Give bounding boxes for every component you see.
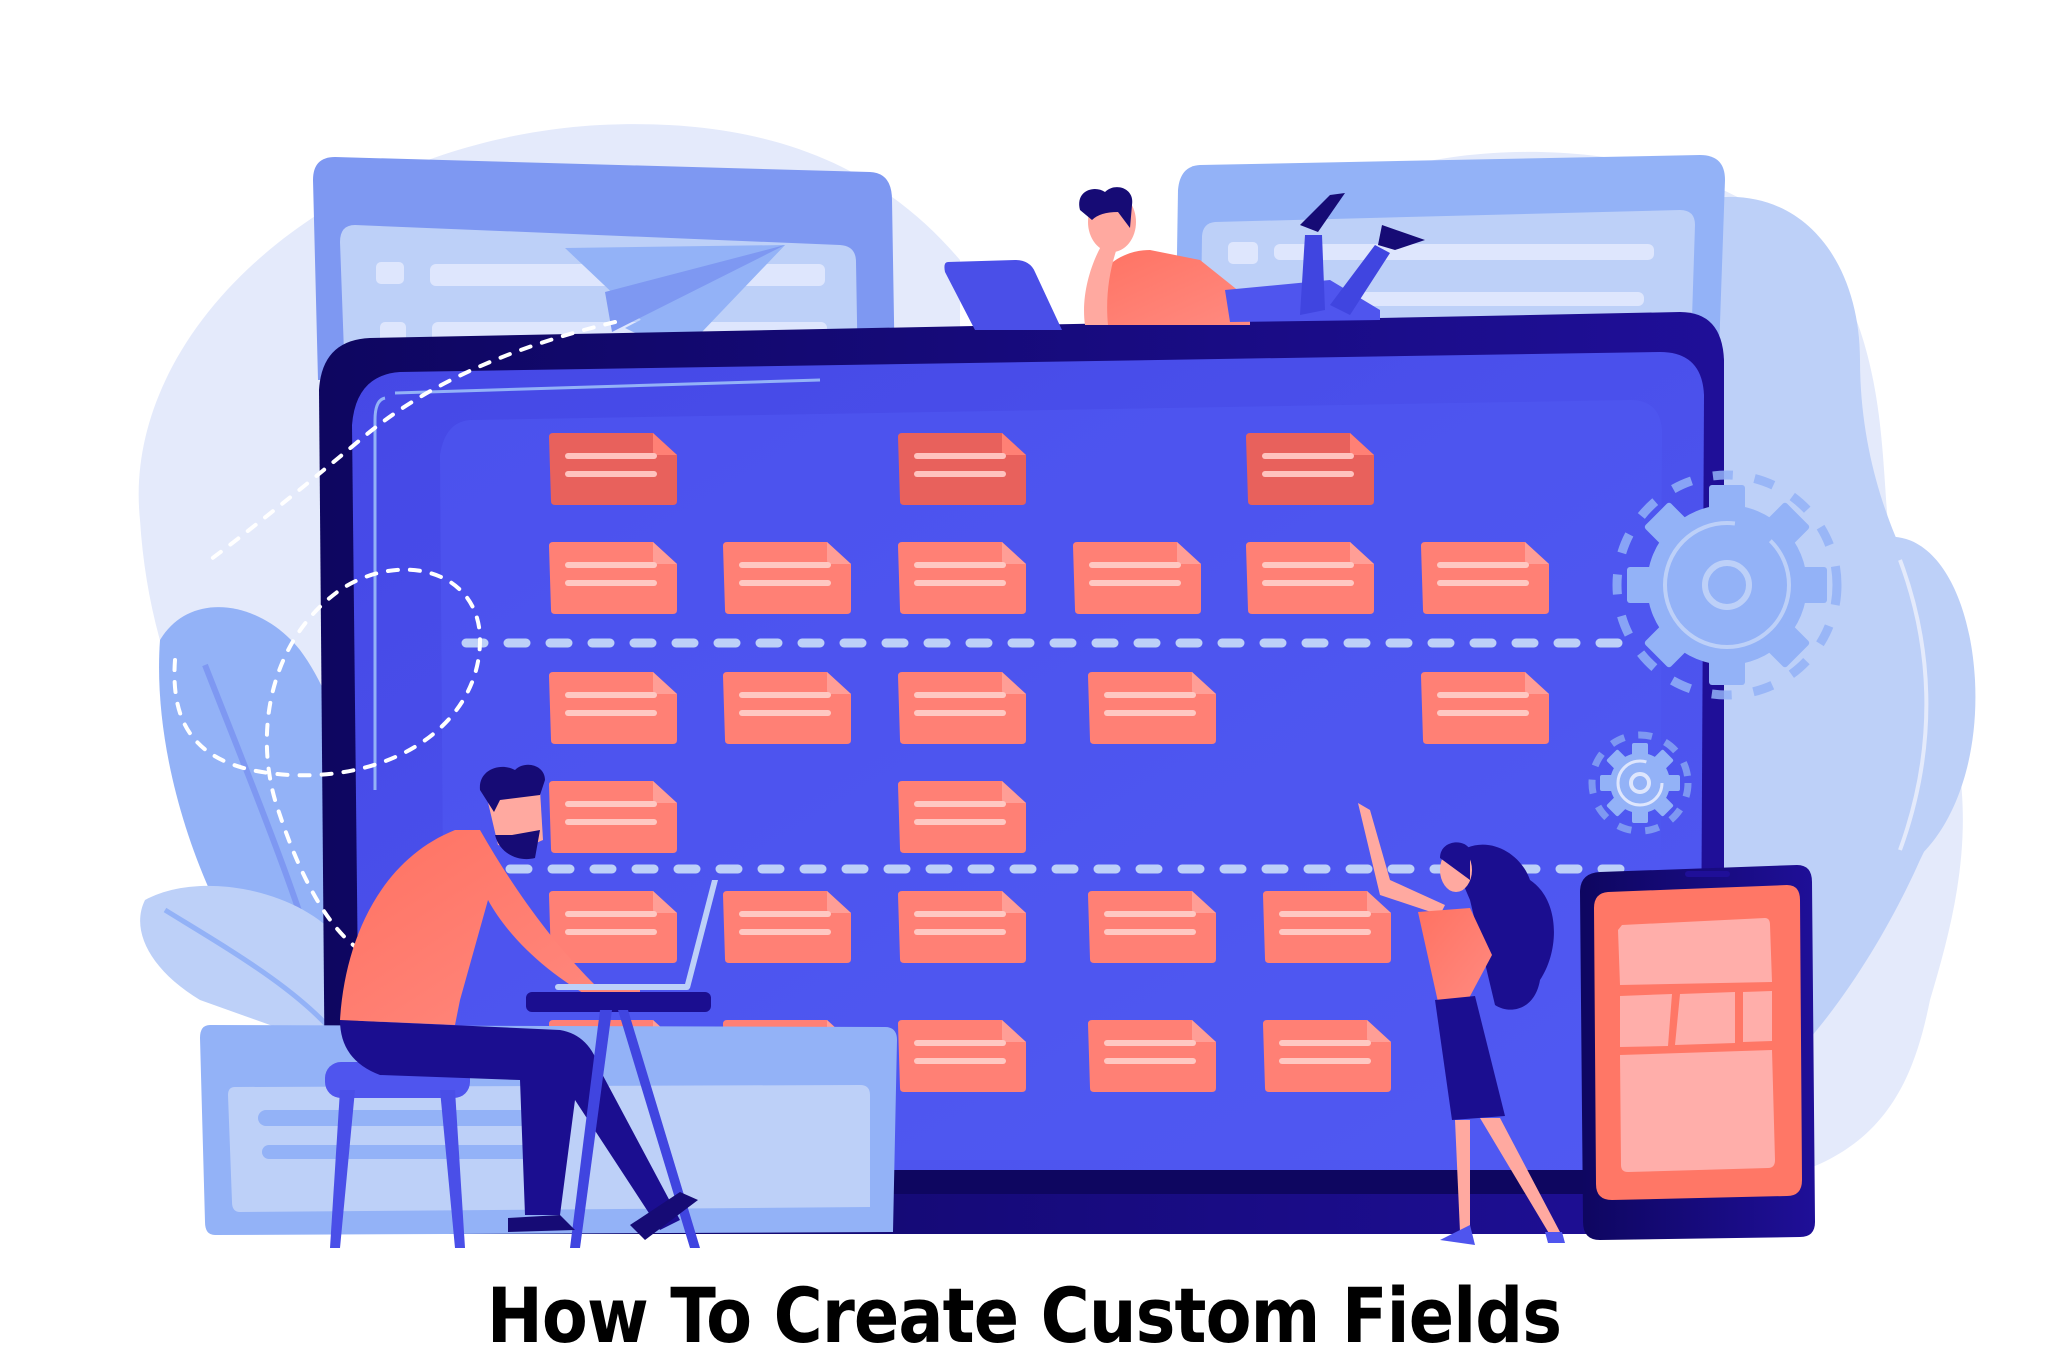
field-card: [549, 433, 677, 505]
field-card: [1263, 891, 1391, 963]
field-card: [898, 781, 1026, 853]
woman-pointing: [1358, 803, 1565, 1245]
field-card: [1088, 672, 1216, 744]
field-card: [898, 1020, 1026, 1092]
field-card: [898, 542, 1026, 614]
field-card: [549, 891, 677, 963]
gear-small-icon: [1588, 731, 1692, 835]
field-card: [549, 781, 677, 853]
screen-glare-line: [373, 396, 386, 790]
laptop-icon: [944, 260, 1062, 330]
smartphone-icon: [1580, 865, 1815, 1240]
field-card: [549, 672, 677, 744]
field-card: [1246, 542, 1374, 614]
field-card: [549, 542, 677, 614]
field-card: [1073, 542, 1201, 614]
field-card: [1421, 672, 1549, 744]
man-lying-with-laptop: [944, 187, 1425, 330]
field-card: [723, 542, 851, 614]
page-title: How To Create Custom Fields: [486, 1271, 1562, 1360]
field-card: [723, 891, 851, 963]
field-card: [1088, 1020, 1216, 1092]
gear-large-icon: [1612, 470, 1842, 700]
field-card: [1246, 433, 1374, 505]
field-card: [898, 891, 1026, 963]
field-card: [898, 433, 1026, 505]
paper-plane-icon: [565, 245, 785, 355]
field-card: [1088, 891, 1216, 963]
field-card: [898, 672, 1026, 744]
dotted-path: [172, 320, 617, 952]
field-card: [1421, 542, 1549, 614]
field-card: [723, 672, 851, 744]
man-sitting-at-laptop: [325, 764, 718, 1248]
field-card: [1263, 1020, 1391, 1092]
laptop-icon: [684, 880, 718, 988]
